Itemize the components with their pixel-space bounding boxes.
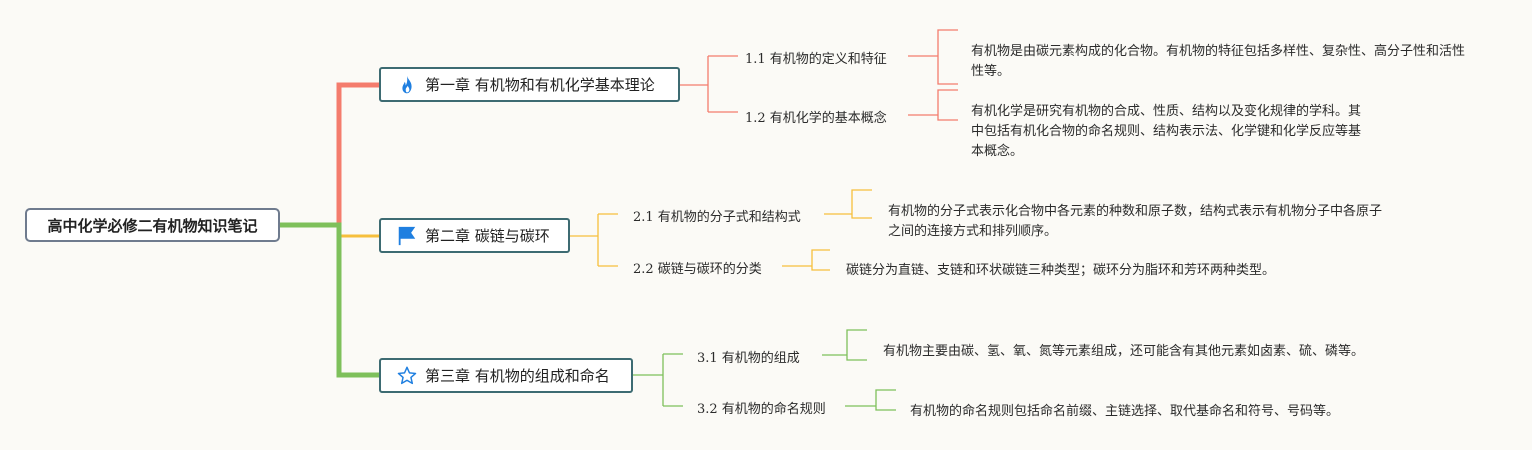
chapter3-branches — [633, 329, 896, 411]
chapter-3-label: 第三章 有机物的组成和命名 — [425, 367, 610, 385]
chapter-3-topic[interactable]: 第三章 有机物的组成和命名 — [379, 358, 633, 393]
description-1-1: 有机物是由碳元素构成的化合物。有机物的特征包括多样性、复杂性、高分子性和活性性等… — [971, 44, 1466, 79]
root-topic[interactable]: 高中化学必修二有机物知识笔记 — [25, 208, 280, 242]
root-label: 高中化学必修二有机物知识笔记 — [47, 216, 258, 235]
subtopic-2-1[interactable]: 2.1 有机物的分子式和结构式 — [633, 210, 801, 225]
subtopic-1-1[interactable]: 1.1 有机物的定义和特征 — [745, 52, 887, 67]
chapter-1-topic[interactable]: 第一章 有机物和有机化学基本理论 — [379, 67, 680, 102]
chapter-2-topic[interactable]: 第二章 碳链与碳环 — [379, 218, 570, 253]
description-3-2: 有机物的命名规则包括命名前缀、主链选择、取代基命名和符号、号码等。 — [910, 404, 1340, 419]
root-branches — [280, 82, 379, 378]
chapter-2-label: 第二章 碳链与碳环 — [425, 227, 550, 245]
branch-chapter1 — [280, 82, 379, 228]
chapter2-branches — [570, 189, 872, 271]
description-2-2: 碳链分为直链、支链和环状碳链三种类型；碳环分为脂环和芳环两种类型。 — [846, 263, 1276, 278]
branch-chapter3 — [280, 222, 379, 378]
chapter-1-label: 第一章 有机物和有机化学基本理论 — [425, 76, 655, 94]
flame-icon — [402, 75, 412, 93]
description-1-2: 有机化学是研究有机物的合成、性质、结构以及变化规律的学科。其中包括有机化合物的命… — [971, 104, 1362, 159]
chapter1-branches — [680, 29, 958, 121]
description-2-1: 有机物的分子式表示化合物中各元素的种数和原子数，结构式表示有机物分子中各原子之间… — [888, 204, 1383, 239]
description-3-1: 有机物主要由碳、氢、氧、氮等元素组成，还可能含有其他元素如卤素、硫、磷等。 — [883, 344, 1365, 359]
star-icon — [397, 366, 417, 384]
subtopic-2-2[interactable]: 2.2 碳链与碳环的分类 — [633, 262, 762, 277]
subtopic-1-2[interactable]: 1.2 有机化学的基本概念 — [745, 111, 887, 126]
subtopic-3-2[interactable]: 3.2 有机物的命名规则 — [697, 402, 826, 417]
flag-icon — [398, 226, 416, 245]
subtopic-3-1[interactable]: 3.1 有机物的组成 — [697, 351, 800, 366]
